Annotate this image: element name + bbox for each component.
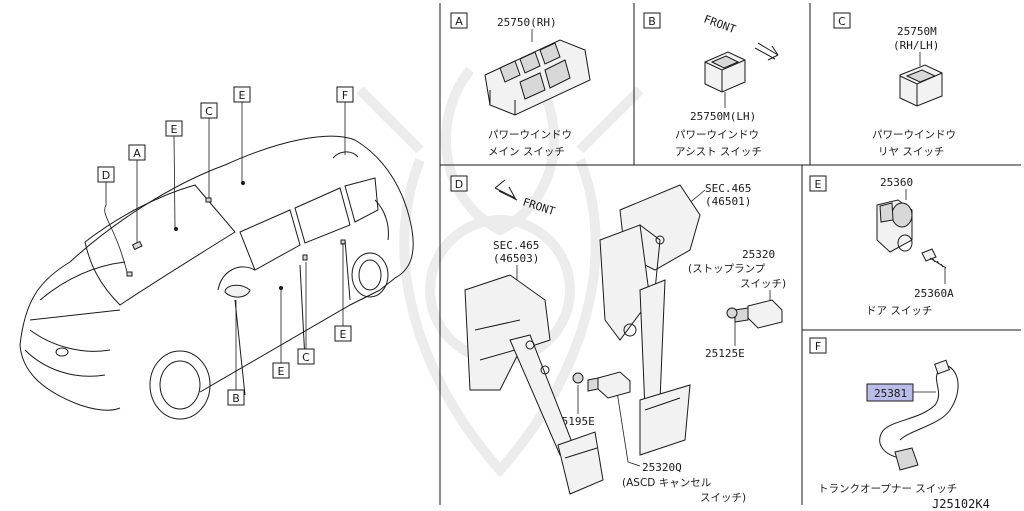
door-switch-part	[876, 199, 913, 253]
clutch-pedal-assembly	[464, 274, 604, 495]
panel-e-tag: E	[815, 178, 822, 191]
car-callout-e-rear[interactable]: E	[334, 325, 352, 342]
ascd-desc-line2: スイッチ)	[700, 492, 746, 504]
panel-b-desc-line1: パワーウインドウ	[675, 129, 759, 141]
panel-a-desc-line2: メイン スイッチ	[488, 146, 565, 158]
door-switch-part-no: 25360	[880, 176, 913, 189]
sec-46501-code: (46501)	[705, 195, 751, 208]
panel-d: D FRONT SEC.465 (46501) SEC.465 (46503) …	[450, 175, 786, 504]
door-switch-desc: ドア スイッチ	[866, 305, 932, 317]
panel-c-desc-line2: リヤ スイッチ	[878, 146, 944, 158]
car-callout-e-roof[interactable]: E	[233, 86, 251, 103]
trunk-opener-desc: トランクオープナー スイッチ	[818, 483, 957, 495]
car-callout-d[interactable]: D	[97, 166, 115, 183]
car-callout-e-door[interactable]: E	[272, 362, 290, 379]
car-callout-c-roof[interactable]: C	[200, 102, 218, 119]
callout-d-label: D	[102, 169, 110, 182]
sec-46503-label: SEC.465	[493, 239, 539, 252]
callout-e-label: E	[171, 123, 178, 136]
car-callout-b[interactable]: B	[227, 389, 245, 406]
ascd-part-no: 25320Q	[642, 461, 682, 474]
panel-b-part-no: 25750M(LH)	[690, 110, 756, 123]
trunk-opener-part-no[interactable]: 25381	[874, 387, 907, 400]
panel-d-tag: D	[455, 178, 463, 191]
screw-part	[921, 248, 947, 269]
trunk-opener-switch-part	[879, 359, 959, 471]
car-callout-c-door[interactable]: C	[297, 348, 315, 365]
panel-a-tag: A	[455, 15, 463, 28]
callout-a-label: A	[133, 147, 141, 160]
car-callout-e-hood[interactable]: E	[165, 120, 183, 137]
panel-f: F 25381 トランクオープナー スイッチ	[809, 337, 959, 495]
callout-c-label: C	[302, 351, 310, 364]
front-arrow-icon	[494, 179, 517, 200]
panel-a-desc-line1: パワーウインドウ	[488, 129, 572, 141]
clip-25125e-part	[726, 307, 738, 319]
callout-c-label: C	[205, 105, 213, 118]
sec-46503-code: (46503)	[493, 252, 539, 265]
screw-part-no: 25360A	[914, 287, 954, 300]
callout-e-label: E	[239, 89, 246, 102]
panel-b: B FRONT 25750M(LH) パワーウインドウ アシスト スイッチ	[643, 12, 779, 158]
panel-a: A 25750(RH) パワーウインドウ メイン スイッチ	[450, 12, 591, 158]
brake-pedal-assembly	[599, 184, 701, 456]
ascd-desc-line1: (ASCD キャンセル	[622, 477, 711, 489]
stop-lamp-desc-line2: スイッチ)	[740, 278, 786, 290]
stop-lamp-switch-part	[734, 299, 783, 329]
panel-b-desc-line2: アシスト スイッチ	[675, 146, 762, 158]
stop-lamp-desc-line1: (ストップランプ	[688, 263, 766, 275]
panel-c-part-no: 25750M	[897, 25, 937, 38]
panel-e: E 25360 25360A ドア スイッチ	[809, 175, 954, 317]
panel-b-tag: B	[648, 15, 656, 28]
panel-c-desc-line1: パワーウインドウ	[872, 129, 956, 141]
sec-46501-label: SEC.465	[705, 182, 751, 195]
callout-e-label: E	[278, 365, 285, 378]
panel-c-tag: C	[838, 15, 846, 28]
callout-e-label: E	[340, 328, 347, 341]
diagram-id: J25102K4	[932, 497, 990, 511]
main-switch-part	[484, 39, 591, 116]
ascd-switch-part	[587, 371, 631, 399]
clip-25195e-part	[572, 372, 584, 384]
highlight-box	[866, 383, 914, 402]
panel-a-part-no: 25750(RH)	[497, 16, 557, 29]
rear-switch-part	[899, 64, 943, 107]
car-overview	[19, 102, 414, 420]
car-callout-f[interactable]: F	[336, 86, 354, 103]
callout-b-label: B	[232, 392, 240, 405]
panel-b-front-label: FRONT	[702, 13, 738, 37]
assist-switch-part	[704, 51, 746, 93]
clip-25125e-label: 25125E	[705, 347, 745, 360]
car-callout-a[interactable]: A	[128, 144, 146, 161]
panel-c: C 25750M (RH/LH) パワーウインドウ リヤ スイッチ	[833, 12, 956, 158]
stop-lamp-part-no: 25320	[742, 248, 775, 261]
panel-grid	[439, 3, 1021, 505]
panel-c-part-variant: (RH/LH)	[893, 39, 939, 52]
panel-f-tag: F	[815, 340, 821, 353]
callout-f-label: F	[342, 89, 348, 102]
